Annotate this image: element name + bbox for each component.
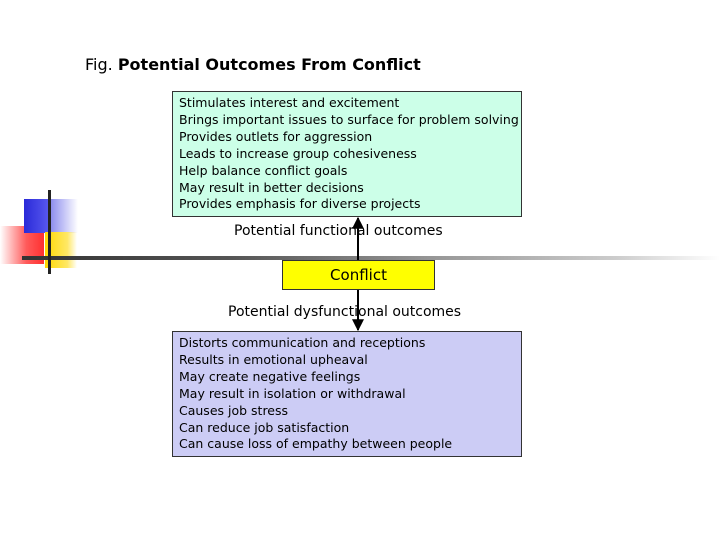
figure-title-prefix: Fig. [85,55,113,74]
functional-outcomes-box: Stimulates interest and excitement Bring… [172,91,522,217]
functional-item: Help balance conflict goals [179,162,348,178]
dysfunctional-item: Can cause loss of empathy between people [179,436,453,452]
functional-outcomes-label: Potential functional outcomes [234,223,443,239]
decor-vertical-line [48,190,51,274]
dysfunctional-outcomes-label: Potential dysfunctional outcomes [228,304,462,320]
conflict-label: Conflict [330,266,387,284]
dysfunctional-item: Can reduce job satisfaction [179,419,350,435]
dysfunctional-item: May create negative feelings [179,368,361,384]
figure-title: Fig. Potential Outcomes From Conflict [85,55,421,74]
decor-horizontal-line [22,256,720,260]
conflict-box: Conflict [282,260,435,290]
figure-title-main: Potential Outcomes From Conflict [117,55,421,74]
dysfunctional-item: Causes job stress [179,402,289,418]
functional-item: Brings important issues to surface for p… [179,111,519,127]
functional-item: May result in better decisions [179,179,364,195]
decor-blue-block [24,199,50,233]
functional-item: Provides outlets for aggression [179,128,373,144]
functional-item: Provides emphasis for diverse projects [179,196,421,212]
dysfunctional-outcomes-box: Distorts communication and receptions Re… [172,331,522,457]
functional-item: Stimulates interest and excitement [179,95,400,110]
dysfunctional-item: May result in isolation or withdrawal [179,385,406,401]
functional-item: Leads to increase group cohesiveness [179,145,417,161]
dysfunctional-item: Distorts communication and receptions [179,335,426,350]
decor-blue-fade [50,199,78,233]
dysfunctional-item: Results in emotional upheaval [179,351,368,367]
